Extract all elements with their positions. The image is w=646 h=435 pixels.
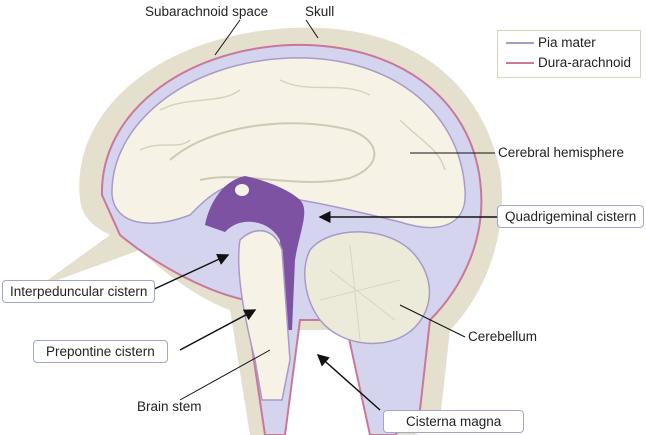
legend-label: Pia mater bbox=[538, 35, 596, 50]
pointer-subarachnoid-space bbox=[214, 19, 241, 56]
corpus-callosum bbox=[169, 122, 376, 183]
label-interpeduncular-cistern: Interpeduncular cistern bbox=[2, 280, 156, 303]
pia-mater-swatch bbox=[506, 42, 534, 45]
dura-arachnoid-swatch bbox=[506, 62, 534, 65]
label-cisterna-magna: Cisterna magna bbox=[383, 410, 525, 433]
thalamic-adhesion bbox=[235, 184, 249, 196]
ventricle bbox=[205, 176, 305, 330]
cerebellum bbox=[304, 231, 431, 345]
arrow-cisterna-magna bbox=[316, 354, 381, 411]
label-cerebral-hemisphere: Cerebral hemisphere bbox=[498, 145, 625, 160]
cortical-folds bbox=[139, 79, 446, 171]
label-prepontine-cistern: Prepontine cistern bbox=[33, 340, 168, 363]
label-cerebellum: Cerebellum bbox=[468, 329, 538, 344]
arrow-prepontine-cistern bbox=[179, 309, 257, 351]
legend: Pia mater Dura-arachnoid bbox=[497, 30, 641, 78]
arrow-interpeduncular-cistern bbox=[149, 253, 230, 292]
label-brain-stem: Brain stem bbox=[137, 399, 202, 414]
brain-stem bbox=[237, 230, 291, 401]
label-subarachnoid-space: Subarachnoid space bbox=[145, 4, 269, 19]
label-quadrigeminal-cistern: Quadrigeminal cistern bbox=[497, 205, 645, 228]
legend-item-dura-arachnoid: Dura-arachnoid bbox=[506, 55, 631, 70]
label-skull: Skull bbox=[305, 4, 335, 19]
legend-item-pia-mater: Pia mater bbox=[506, 35, 596, 50]
cerebellum-folia bbox=[319, 244, 401, 341]
pointer-cerebellum bbox=[399, 304, 466, 338]
pointer-brain-stem bbox=[179, 349, 271, 401]
pointer-skull bbox=[305, 19, 319, 39]
legend-label: Dura-arachnoid bbox=[538, 55, 632, 70]
